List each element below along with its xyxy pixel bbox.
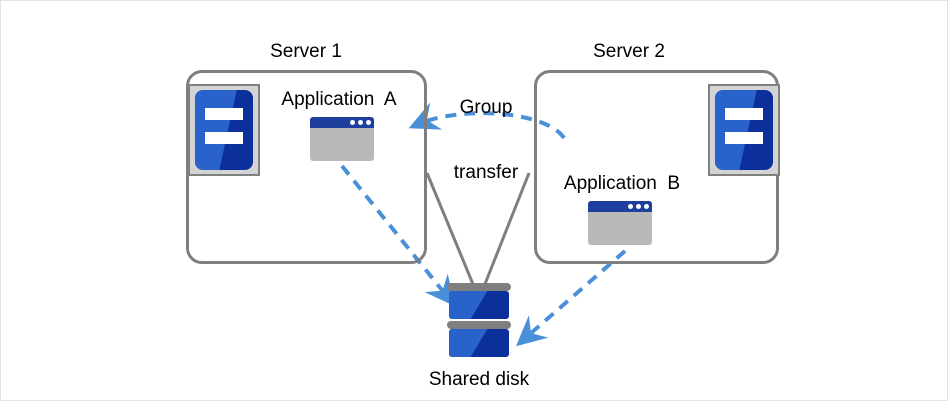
arrow-application-b-to-disk	[515, 249, 627, 347]
server-icon-1	[188, 84, 260, 176]
server-icon-2-bar-top	[725, 108, 763, 120]
disk-block-lower	[449, 329, 509, 357]
app-dot-icon	[366, 120, 371, 125]
app-dot-icon	[628, 204, 633, 209]
arrow-group-transfer	[408, 102, 566, 140]
shared-disk-label: Shared disk	[428, 369, 530, 390]
connector-server1-to-disk	[425, 172, 477, 290]
application-b-titlebar	[588, 201, 652, 212]
application-b-label: Application B	[563, 173, 681, 194]
shared-disk-icon	[447, 283, 511, 363]
application-a-window-icon	[310, 117, 374, 161]
group-transfer-label: Group transfer	[431, 53, 541, 228]
server-icon-2	[708, 84, 780, 176]
group-transfer-label-line2: transfer	[453, 162, 519, 184]
app-dot-icon	[644, 204, 649, 209]
server-icon-2-bar-bottom	[725, 132, 763, 144]
disk-bar-top	[447, 283, 511, 291]
server-icon-1-graphic	[195, 90, 253, 170]
server-1-title: Server 1	[270, 41, 342, 62]
server-icon-1-bar-top	[205, 108, 243, 120]
application-a-label: Application A	[281, 89, 397, 110]
server-icon-2-wedge	[715, 90, 757, 170]
arrow-application-a-to-disk	[340, 164, 456, 307]
server-2-title: Server 2	[593, 41, 665, 62]
disk-block-upper-wedge	[449, 291, 488, 319]
server-icon-1-bar-bottom	[205, 132, 243, 144]
app-dot-icon	[350, 120, 355, 125]
group-transfer-label-line1: Group	[459, 96, 513, 118]
application-b-window-icon	[588, 201, 652, 245]
server-1-box	[186, 70, 427, 264]
disk-bar-middle	[447, 321, 511, 329]
app-dot-icon	[636, 204, 641, 209]
server-icon-2-graphic	[715, 90, 773, 170]
disk-block-upper	[449, 291, 509, 319]
connector-server2-to-disk	[481, 172, 531, 290]
app-dot-icon	[358, 120, 363, 125]
disk-block-lower-wedge	[449, 329, 488, 357]
application-a-titlebar	[310, 117, 374, 128]
server-icon-1-wedge	[195, 90, 237, 170]
